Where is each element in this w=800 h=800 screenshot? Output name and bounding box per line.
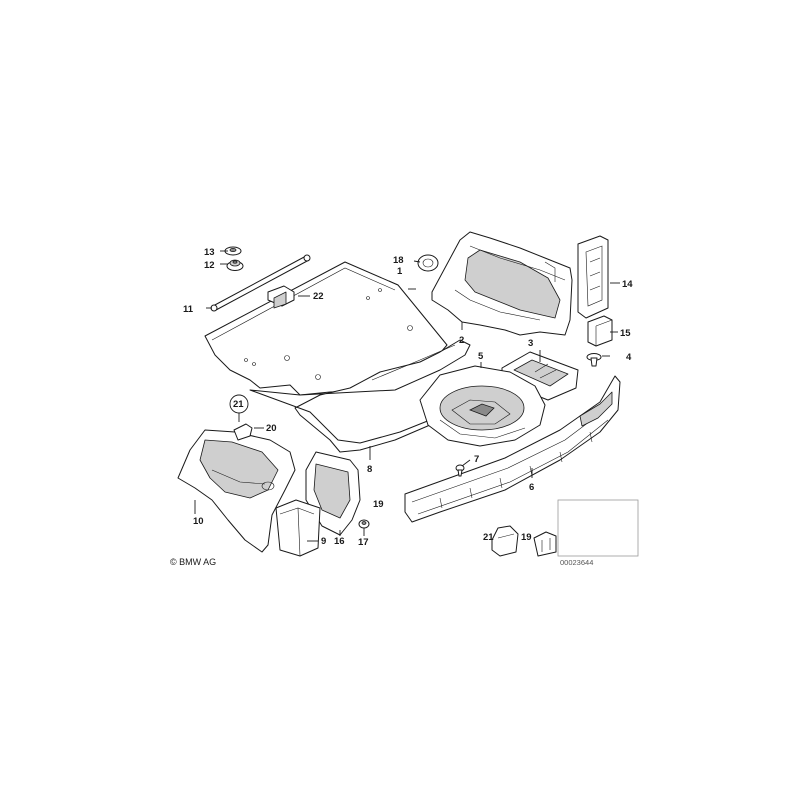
copyright-label: © BMW AG (170, 557, 217, 567)
box-15 (587, 315, 613, 347)
callout-18: 18 (393, 255, 404, 266)
callout-19-inset: 19 (521, 532, 532, 543)
fastener-13 (224, 246, 242, 256)
spare-wheel-tray (419, 365, 546, 447)
callout-14: 14 (622, 279, 633, 290)
callout-22: 22 (313, 291, 324, 302)
callouts: 1 2 3 4 5 6 7 8 9 10 11 12 13 14 15 16 1… (183, 247, 633, 548)
callout-16: 16 (334, 536, 345, 547)
leader-lines (194, 250, 620, 542)
callout-12: 12 (204, 260, 215, 271)
clip-22 (267, 285, 295, 309)
left-side-trim (177, 429, 296, 553)
trunk-floor-mat (204, 261, 448, 396)
trunk-floor-mat-lower (249, 339, 471, 453)
callout-21-inset: 21 (483, 532, 494, 543)
fastener-12 (226, 259, 244, 271)
callout-21-ring (229, 394, 249, 414)
grommet-18 (417, 254, 439, 272)
screw-7 (455, 464, 465, 477)
clip-20 (233, 423, 253, 441)
callout-5: 5 (478, 351, 484, 362)
callout-20: 20 (266, 423, 277, 434)
callout-7: 7 (474, 454, 479, 465)
document-number: 00023644 (560, 558, 594, 567)
callout-17: 17 (358, 537, 369, 548)
panel-14 (577, 235, 609, 319)
callout-1: 1 (397, 266, 403, 277)
detail-inset (491, 499, 639, 557)
cap-21 (491, 525, 519, 557)
box-9 (275, 499, 321, 557)
callout-13: 13 (204, 247, 215, 258)
callout-3: 3 (528, 338, 533, 349)
rivet-4 (586, 353, 602, 367)
callout-10: 10 (193, 516, 204, 527)
callout-8: 8 (367, 464, 372, 475)
callout-19: 19 (373, 499, 384, 510)
rear-panel-trim (404, 375, 621, 523)
callout-15: 15 (620, 328, 631, 339)
callout-11: 11 (183, 304, 194, 315)
nut-17 (358, 519, 370, 529)
callout-6: 6 (529, 482, 534, 493)
clip-19 (533, 531, 557, 557)
callout-2: 2 (459, 335, 464, 346)
callout-4: 4 (626, 352, 632, 363)
callout-9: 9 (321, 536, 326, 547)
right-side-trim (431, 231, 573, 336)
callout-21: 21 (233, 399, 244, 410)
